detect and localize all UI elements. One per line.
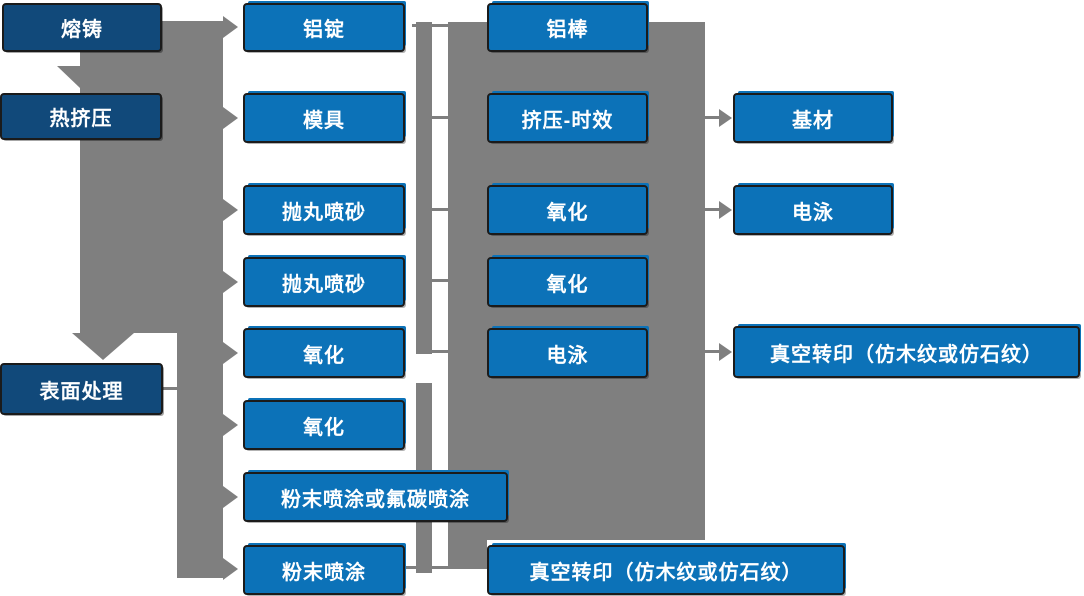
node-label: 电泳 [792,201,834,224]
connector-bottom-row-line [405,566,487,569]
node-label: 热挤压 [49,108,113,130]
node-extrusion-aging: 挤压-时效 [487,93,648,143]
node-label: 真空转印（仿木纹或仿石纹） [529,561,803,584]
node-powder-coating: 粉末喷涂 [243,545,405,595]
node-electrophoresis-2: 电泳 [733,185,893,235]
node-shot-blasting-1: 抛丸喷砂 [243,185,405,235]
node-label: 熔铸 [61,19,103,41]
node-oxidation-4: 氧化 [487,257,648,307]
arrow-right-icon-row6 [223,414,238,436]
node-mold: 模具 [243,93,405,143]
connector-left-slab [80,21,223,333]
node-label: 氧化 [546,201,589,224]
node-shot-blasting-2: 抛丸喷砂 [243,257,405,307]
down-arrow-icon-surface-treatment [72,333,134,360]
node-label: 真空转印（仿木纹或仿石纹） [770,343,1043,366]
node-label: 粉末喷涂 [282,561,366,584]
node-surface-treatment: 表面处理 [0,363,163,415]
node-label: 粉末喷涂或氟碳喷涂 [281,488,470,511]
arrow-right-icon-row1 [223,16,238,38]
node-label: 表面处理 [39,380,124,403]
arrow-right-icon-row5 [223,342,238,364]
connector-column3-band-foot [448,540,487,567]
connector-col4-stub-row2 [705,116,719,119]
node-label: 氧化 [303,344,345,367]
arrow-right-icon-electrophoresis [719,201,732,219]
arrow-right-icon-base-material [719,109,732,127]
arrow-right-icon-row8 [223,558,238,580]
node-label: 抛丸喷砂 [282,201,366,224]
node-oxidation-3: 氧化 [487,185,648,235]
arrow-right-icon-row2 [223,107,238,129]
arrow-right-icon-row3 [223,199,238,221]
node-label: 铝锭 [303,19,345,41]
node-base-material: 基材 [733,93,893,143]
node-label: 模具 [303,109,345,132]
node-label: 氧化 [303,416,345,439]
node-label: 挤压-时效 [521,109,614,132]
arrow-right-icon-row7 [223,486,238,508]
node-aluminum-rod: 铝棒 [487,3,648,52]
connector-surface-treatment-stub [163,387,178,390]
connector-mid-bar-upper [416,22,432,354]
connector-col4-stub-row5 [705,350,719,353]
node-melting-casting: 熔铸 [2,3,162,52]
node-oxidation-2: 氧化 [243,400,405,450]
node-label: 电泳 [546,344,589,367]
connector-mid-stub-row2 [432,116,448,119]
node-label: 氧化 [546,273,589,296]
connector-left-lower-bar [177,333,223,578]
arrow-right-icon-row4 [223,271,238,293]
arrow-right-icon-vacuum-transfer [719,343,732,361]
connector-col4-stub-row3 [705,208,719,211]
node-vacuum-transfer-printing-bottom: 真空转印（仿木纹或仿石纹） [487,545,845,595]
node-aluminum-ingot: 铝锭 [243,3,405,52]
node-oxidation-1: 氧化 [243,328,405,378]
node-hot-extrusion: 热挤压 [0,93,162,140]
down-arrow-icon-hot-extrusion [57,66,103,88]
node-vacuum-transfer-printing-right: 真空转印（仿木纹或仿石纹） [733,326,1080,378]
connector-mid-stub-row5 [432,350,448,353]
node-powder-or-fluorocarbon-coating: 粉末喷涂或氟碳喷涂 [243,472,508,522]
connector-mid-stub-row4 [432,279,448,282]
connector-mid-stub-row1 [412,24,448,27]
node-electrophoresis-1: 电泳 [487,328,648,378]
node-label: 铝棒 [546,19,589,41]
node-label: 抛丸喷砂 [282,273,366,296]
node-label: 基材 [792,109,834,132]
connector-mid-stub-row3 [432,208,448,211]
